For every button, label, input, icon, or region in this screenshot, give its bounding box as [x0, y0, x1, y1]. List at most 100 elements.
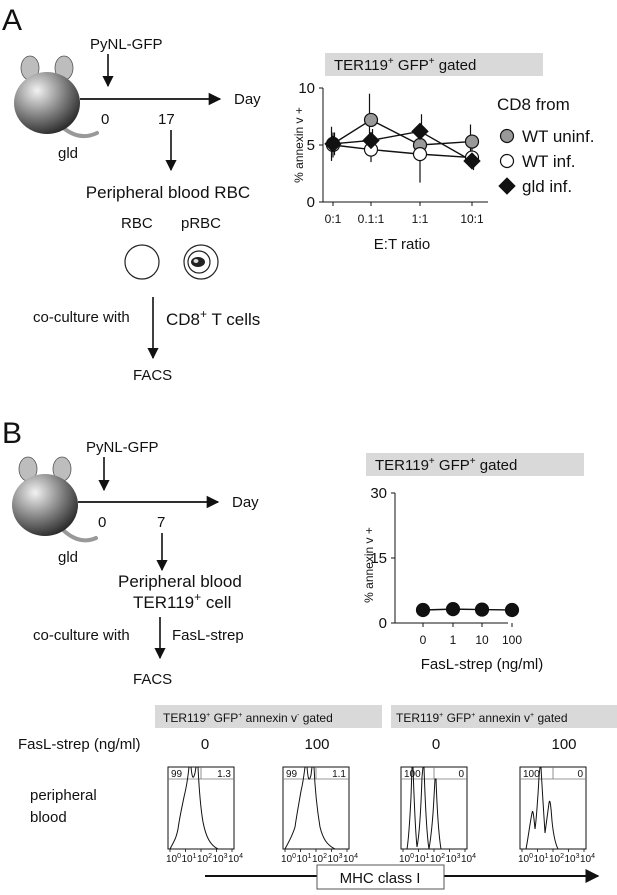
- day-a-17: 17: [158, 111, 175, 128]
- panel-b-schematic: B gld PyNL-GFP Day 0 7 Peripheral blood …: [2, 417, 259, 688]
- chart-a-xtick-label-1: 0.1:1: [358, 212, 385, 226]
- chart-b-series-0-point-3: [504, 602, 520, 618]
- chart-a-xlabel: E:T ratio: [374, 236, 430, 253]
- chart-a-legend: WT uninf. WT inf. gld inf.: [498, 127, 594, 196]
- chart-a-ytick-label-2: 10: [298, 80, 315, 97]
- chart-b-series-0-point-2: [474, 602, 490, 617]
- flow-plot-1-tick-label-1: 101: [182, 853, 197, 865]
- flow-plot-2-right-pct: 1.1: [332, 769, 346, 780]
- rbc-label: RBC: [121, 215, 153, 232]
- legend-a-label-1: WT inf.: [522, 152, 576, 171]
- coculture-a-label: co-culture with: [33, 309, 130, 326]
- chart-b-ytick-label-1: 15: [370, 550, 387, 567]
- dose-label-2: 100: [304, 736, 329, 753]
- chart-a: TER119+ GFP+ gated % annexin v + E:T rat…: [292, 53, 594, 253]
- panel-b-letter: B: [2, 417, 22, 450]
- legend-a-marker-0: [499, 128, 515, 144]
- flow-row-header: FasL-strep (ng/ml): [18, 736, 141, 753]
- panel-a-letter: A: [2, 4, 22, 37]
- chart-a-series-2-line: [332, 130, 473, 162]
- day-b-label: Day: [232, 494, 259, 511]
- flow-plot-3-histogram: [406, 766, 442, 850]
- flow-plot-3-right-pct: 0: [458, 769, 464, 780]
- flow-plot-3-tick-label-2: 102: [430, 853, 445, 865]
- row-label-line1: peripheral: [30, 787, 97, 804]
- chart-a-title: TER119+ GFP+ gated: [334, 56, 476, 74]
- chart-a-xtick-label-3: 10:1: [460, 212, 484, 226]
- flow-plot-1-tick-label-4: 104: [228, 853, 243, 865]
- prbc-cell-icon: [183, 244, 219, 280]
- gate-neg-bg: [155, 705, 382, 728]
- flow-plot-1-histogram: [169, 766, 219, 850]
- legend-a-label-0: WT uninf.: [522, 127, 594, 146]
- chart-a-series-0-line: [332, 119, 473, 146]
- chart-a-series-1-line: [332, 144, 473, 159]
- mouse-a-icon: [14, 55, 99, 139]
- facs-b-label: FACS: [133, 671, 172, 688]
- legend-a-marker-2: [498, 177, 516, 195]
- chart-a-series-0-point-3: [464, 134, 480, 149]
- flow-plot-2-tick-label-3: 103: [328, 853, 343, 865]
- flow-plot-2-frame: [282, 766, 350, 850]
- rbc-cell-icon: [124, 244, 160, 280]
- chart-a-series-2-point-3: [463, 152, 481, 170]
- chart-b-ytick-label-0: 0: [379, 615, 387, 632]
- flow-plot-1-tick-label-0: 100: [166, 853, 181, 865]
- flow-plot-4-left-pct: 100: [523, 769, 540, 780]
- chart-b-series-0-point-1: [445, 602, 461, 617]
- gate-pos-bg: [391, 705, 617, 728]
- chart-a-xtick-label-0: 0:1: [325, 212, 342, 226]
- virus-b-label: PyNL-GFP: [86, 439, 159, 456]
- prbc-label: pRBC: [181, 215, 221, 232]
- chart-a-series-2-point-0: [324, 135, 342, 153]
- flow-plot-1-left-pct: 99: [171, 769, 183, 780]
- legend-a-marker-1: [499, 153, 515, 169]
- coculture-b-label: co-culture with: [33, 627, 130, 644]
- flow-section: TER119+ GFP+ annexin v- gated TER119+ GF…: [18, 705, 617, 890]
- chart-a-series-0-point-1: [363, 112, 379, 128]
- chart-b-title: TER119+ GFP+ gated: [375, 456, 517, 474]
- chart-b-series-0-line: [422, 608, 513, 611]
- chart-b-xtick-label-2: 10: [475, 633, 489, 647]
- flow-plot-4-tick-label-0: 100: [518, 853, 533, 865]
- chart-a-series-2-point-2: [411, 122, 429, 141]
- flow-plot-1-right-pct: 1.3: [217, 769, 231, 780]
- flow-plot-2-left-pct: 99: [286, 769, 298, 780]
- chart-a-ytick-label-1: 5: [307, 137, 315, 154]
- dose-label-1: 0: [201, 736, 209, 753]
- chart-b: TER119+ GFP+ gated % annexin v + FasL-st…: [362, 453, 584, 673]
- reagent-b-label: FasL-strep: [172, 627, 244, 644]
- flow-plot-4-tick-label-3: 103: [565, 853, 580, 865]
- day-b-0: 0: [98, 514, 106, 531]
- chart-b-title-bg: [366, 453, 584, 476]
- flow-plot-4-tick-label-1: 101: [534, 853, 549, 865]
- chart-a-series-2-point-1: [362, 131, 380, 150]
- row-label-line2: blood: [30, 809, 67, 826]
- chart-a-series-1-point-2: [412, 147, 428, 162]
- flow-plot-2-tick-label-2: 102: [312, 853, 327, 865]
- dose-label-4: 100: [551, 736, 576, 753]
- chart-b-ytick-label-2: 30: [370, 485, 387, 502]
- day-a-label: Day: [234, 91, 261, 108]
- flow-plot-1-tick-label-2: 102: [197, 853, 212, 865]
- legend-a-label-2: gld inf.: [522, 177, 572, 196]
- gate-neg-label: TER119+ GFP+ annexin v- gated: [163, 711, 333, 725]
- chart-b-xtick-label-0: 0: [420, 633, 427, 647]
- mouse-b-icon: [12, 456, 98, 543]
- dose-label-3: 0: [432, 736, 440, 753]
- day-b-7: 7: [157, 514, 165, 531]
- chart-b-xtick-label-3: 100: [502, 633, 522, 647]
- flow-plot-4-histogram: [525, 766, 559, 850]
- flow-plot-3-tick-label-0: 100: [399, 853, 414, 865]
- gate-pos-label: TER119+ GFP+ annexin v+ gated: [396, 711, 568, 725]
- flow-plot-4-tick-label-2: 102: [549, 853, 564, 865]
- facs-a-label: FACS: [133, 367, 172, 384]
